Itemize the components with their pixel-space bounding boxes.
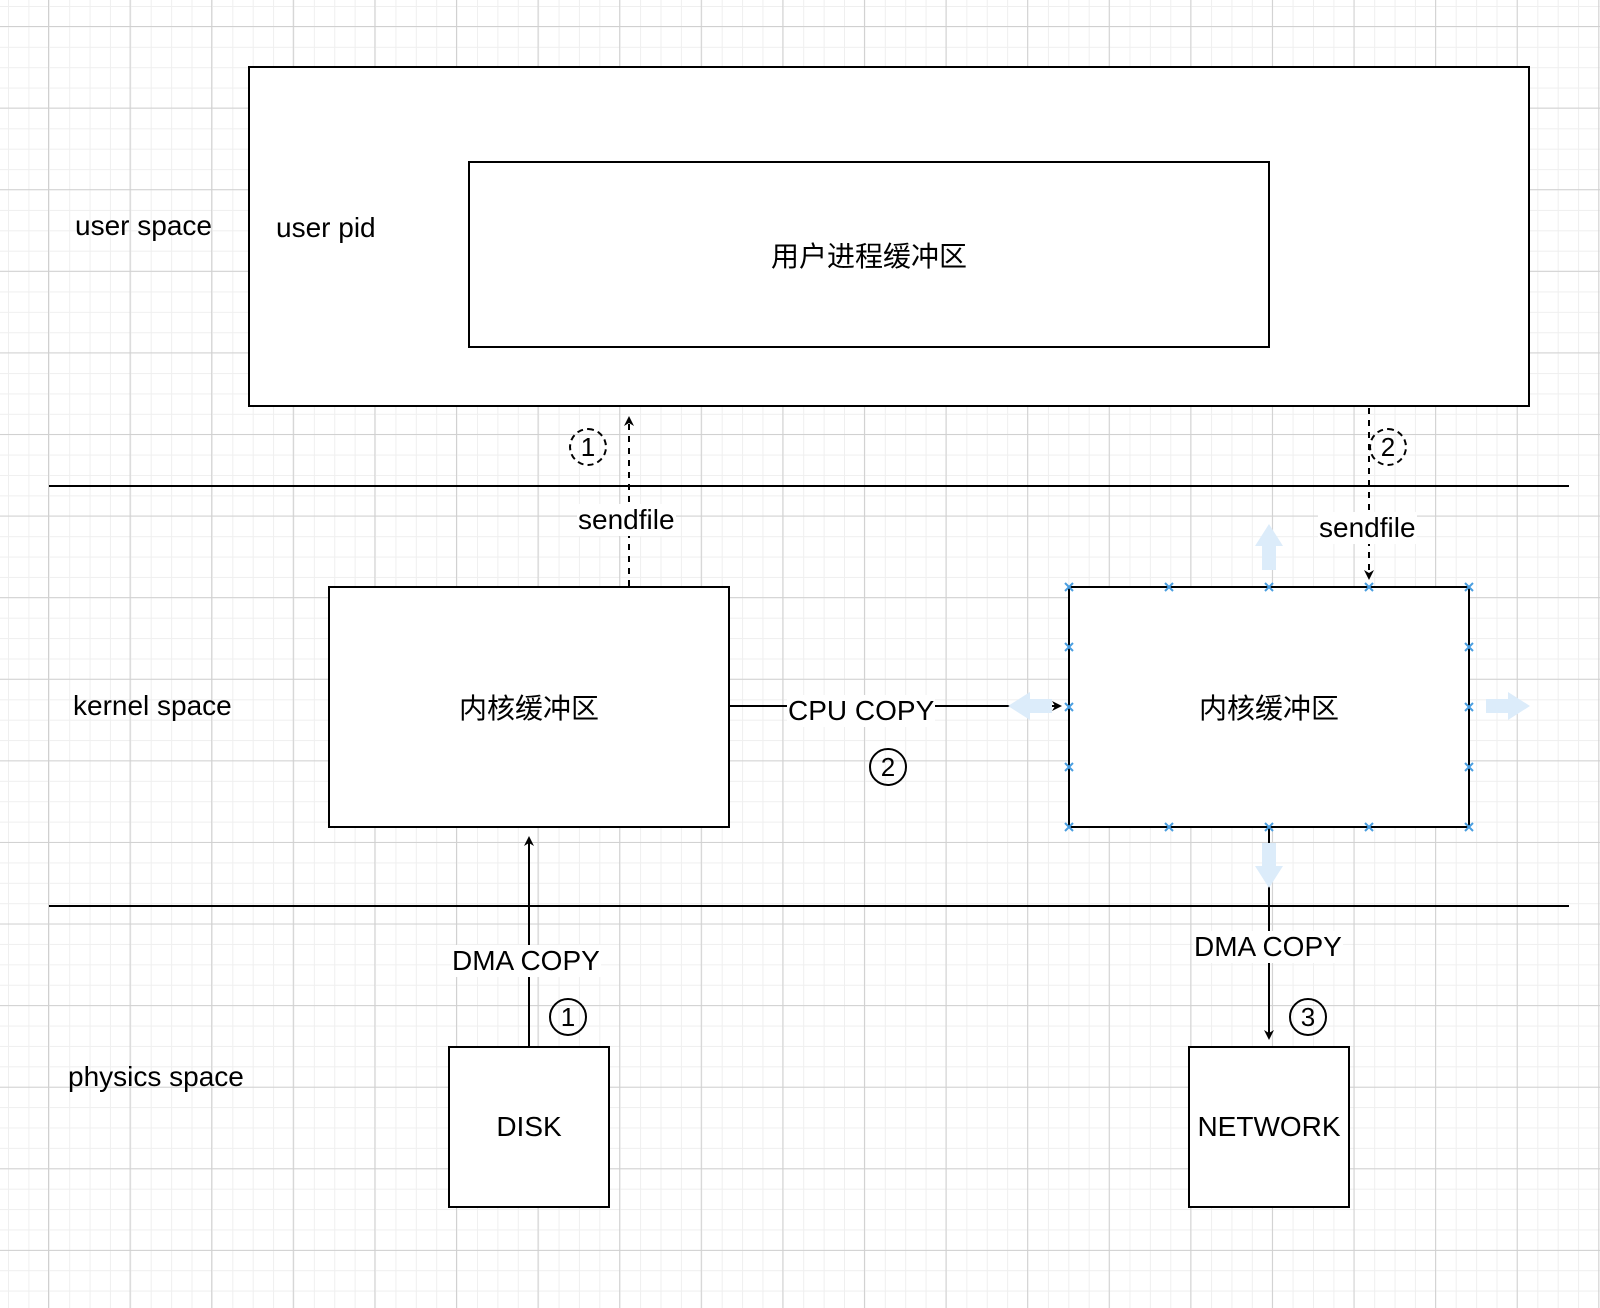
- step-2-cpu-copy-badge: 2: [869, 748, 907, 786]
- hover-arrow-left: [1008, 692, 1052, 720]
- network-label: NETWORK: [1197, 1111, 1341, 1142]
- step-1-sendfile-badge: 1: [569, 428, 607, 466]
- sendfile-left-label: sendfile: [577, 504, 676, 537]
- user-process-buffer-label: 用户进程缓冲区: [770, 240, 967, 272]
- separator-kernel-physics: [49, 905, 1569, 907]
- hover-arrow-right: [1486, 692, 1530, 720]
- cpu-copy-label: CPU COPY: [787, 695, 936, 728]
- hover-arrow-up: [1255, 524, 1283, 570]
- zone-label-kernel-space: kernel space: [73, 690, 232, 721]
- zone-label-physics-space: physics space: [68, 1061, 244, 1092]
- dma-copy-network-label: DMA COPY: [1193, 931, 1343, 964]
- zone-label-user-space: user space: [75, 210, 212, 241]
- kernel-buffer-left[interactable]: 内核缓冲区: [328, 586, 730, 828]
- step-2-sendfile-badge: 2: [1369, 428, 1407, 466]
- step-1-dma-disk-badge: 1: [549, 998, 587, 1036]
- kernel-buffer-right-label: 内核缓冲区: [1198, 693, 1339, 724]
- kernel-buffer-left-label: 内核缓冲区: [458, 693, 599, 724]
- dma-copy-disk-label: DMA COPY: [451, 945, 601, 978]
- hover-arrow-down: [1255, 843, 1283, 888]
- network-box[interactable]: NETWORK: [1188, 1046, 1350, 1208]
- user-pid-label: user pid: [276, 212, 376, 243]
- user-process-buffer[interactable]: 用户进程缓冲区: [468, 161, 1270, 348]
- disk-box[interactable]: DISK: [448, 1046, 610, 1208]
- kernel-buffer-right[interactable]: 内核缓冲区: [1068, 586, 1470, 828]
- step-3-dma-network-badge: 3: [1289, 998, 1327, 1036]
- disk-label: DISK: [496, 1111, 562, 1142]
- sendfile-right-label: sendfile: [1318, 512, 1417, 545]
- separator-user-kernel: [49, 485, 1569, 487]
